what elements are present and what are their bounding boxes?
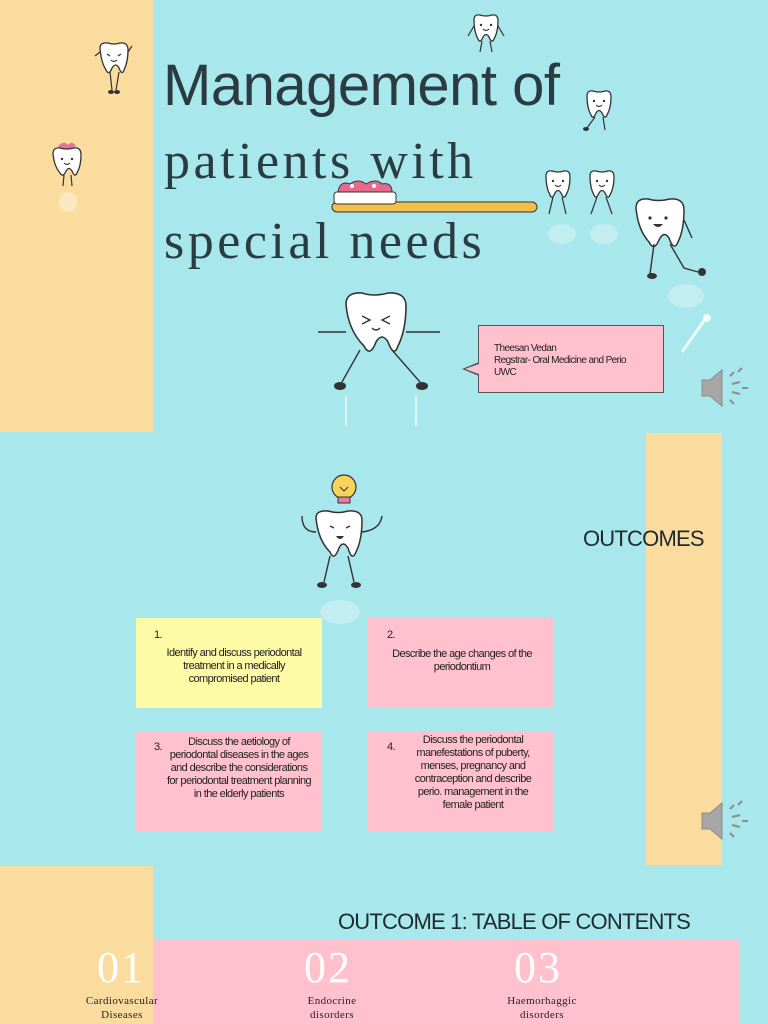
outcome-number: 3.	[154, 741, 163, 753]
outcome-card-2: 2. Describe the age changes of the perio…	[367, 618, 553, 708]
toothbrush-icon	[331, 180, 538, 213]
speaker-icon[interactable]	[698, 797, 750, 845]
toc-label-line: Cardiovascular	[85, 995, 159, 1007]
toc-label-line: disorders	[310, 1009, 354, 1021]
lightbulb-icon	[331, 474, 357, 504]
tooth-mascot-icon	[635, 198, 706, 308]
toc-label-line: Haemorhaggic	[507, 995, 577, 1007]
toc-label-03: Haemorhaggic disorders	[482, 994, 602, 1022]
outcome-number: 4.	[387, 741, 396, 753]
title-line2: patients with	[164, 133, 477, 190]
callout-tail-inner	[465, 364, 479, 374]
tooth-mascot-icon	[52, 142, 82, 212]
tooth-mascot-icon	[301, 510, 383, 624]
toothbrush-icon	[680, 314, 711, 353]
toc-number-02: 02	[304, 943, 352, 992]
title-line3: special needs	[164, 213, 486, 270]
author-name: Theesan Vedan	[494, 343, 557, 354]
toc-label-line: Diseases	[101, 1009, 143, 1021]
toc-label-02: Endocrine disorders	[272, 994, 392, 1022]
outcome-text: Describe the age changes of the periodon…	[392, 648, 532, 673]
slide3-side-strip	[0, 866, 153, 1024]
toc-label-line: Endocrine	[307, 995, 357, 1007]
author-institution: UWC	[494, 367, 517, 378]
outcomes-heading: OUTCOMES	[583, 526, 705, 551]
toc-band	[153, 940, 740, 1024]
outcome-text: Identify and discuss periodontal treatme…	[166, 647, 303, 685]
outcome-text: Discuss the periodontal manefestations o…	[414, 734, 532, 811]
outcome-text: Discuss the aetiology of periodontal dis…	[166, 736, 312, 800]
title-line1: Management of	[163, 53, 560, 118]
slide1-side-strip	[0, 0, 153, 432]
speaker-icon[interactable]	[698, 364, 750, 412]
outcome-number: 1.	[154, 629, 163, 641]
tooth-mascot-icon	[318, 292, 440, 426]
outcome-card-4: 4. Discuss the periodontal manefestation…	[367, 731, 553, 831]
author-callout: Theesan Vedan Regstrar- Oral Medicine an…	[478, 325, 664, 393]
toc-label-line: disorders	[520, 1009, 564, 1021]
author-role: Regstrar- Oral Medicine and Perio	[494, 355, 627, 366]
toc-label-01: Cardiovascular Diseases	[62, 994, 182, 1022]
toc-number-03: 03	[514, 943, 562, 992]
outcome-card-1: 1. Identify and discuss periodontal trea…	[136, 618, 322, 708]
toc-number-01: 01	[97, 943, 145, 992]
tooth-mascot-icon	[545, 170, 618, 244]
toc-heading: OUTCOME 1: TABLE OF CONTENTS	[338, 909, 691, 934]
slide2-side-strip	[646, 433, 722, 865]
outcome-number: 2.	[387, 629, 396, 641]
tooth-mascot-icon	[467, 14, 505, 53]
tooth-mascot-icon	[94, 42, 133, 94]
tooth-mascot-icon	[583, 90, 612, 131]
outcome-card-3: 3. Discuss the aetiology of periodontal …	[136, 731, 322, 831]
